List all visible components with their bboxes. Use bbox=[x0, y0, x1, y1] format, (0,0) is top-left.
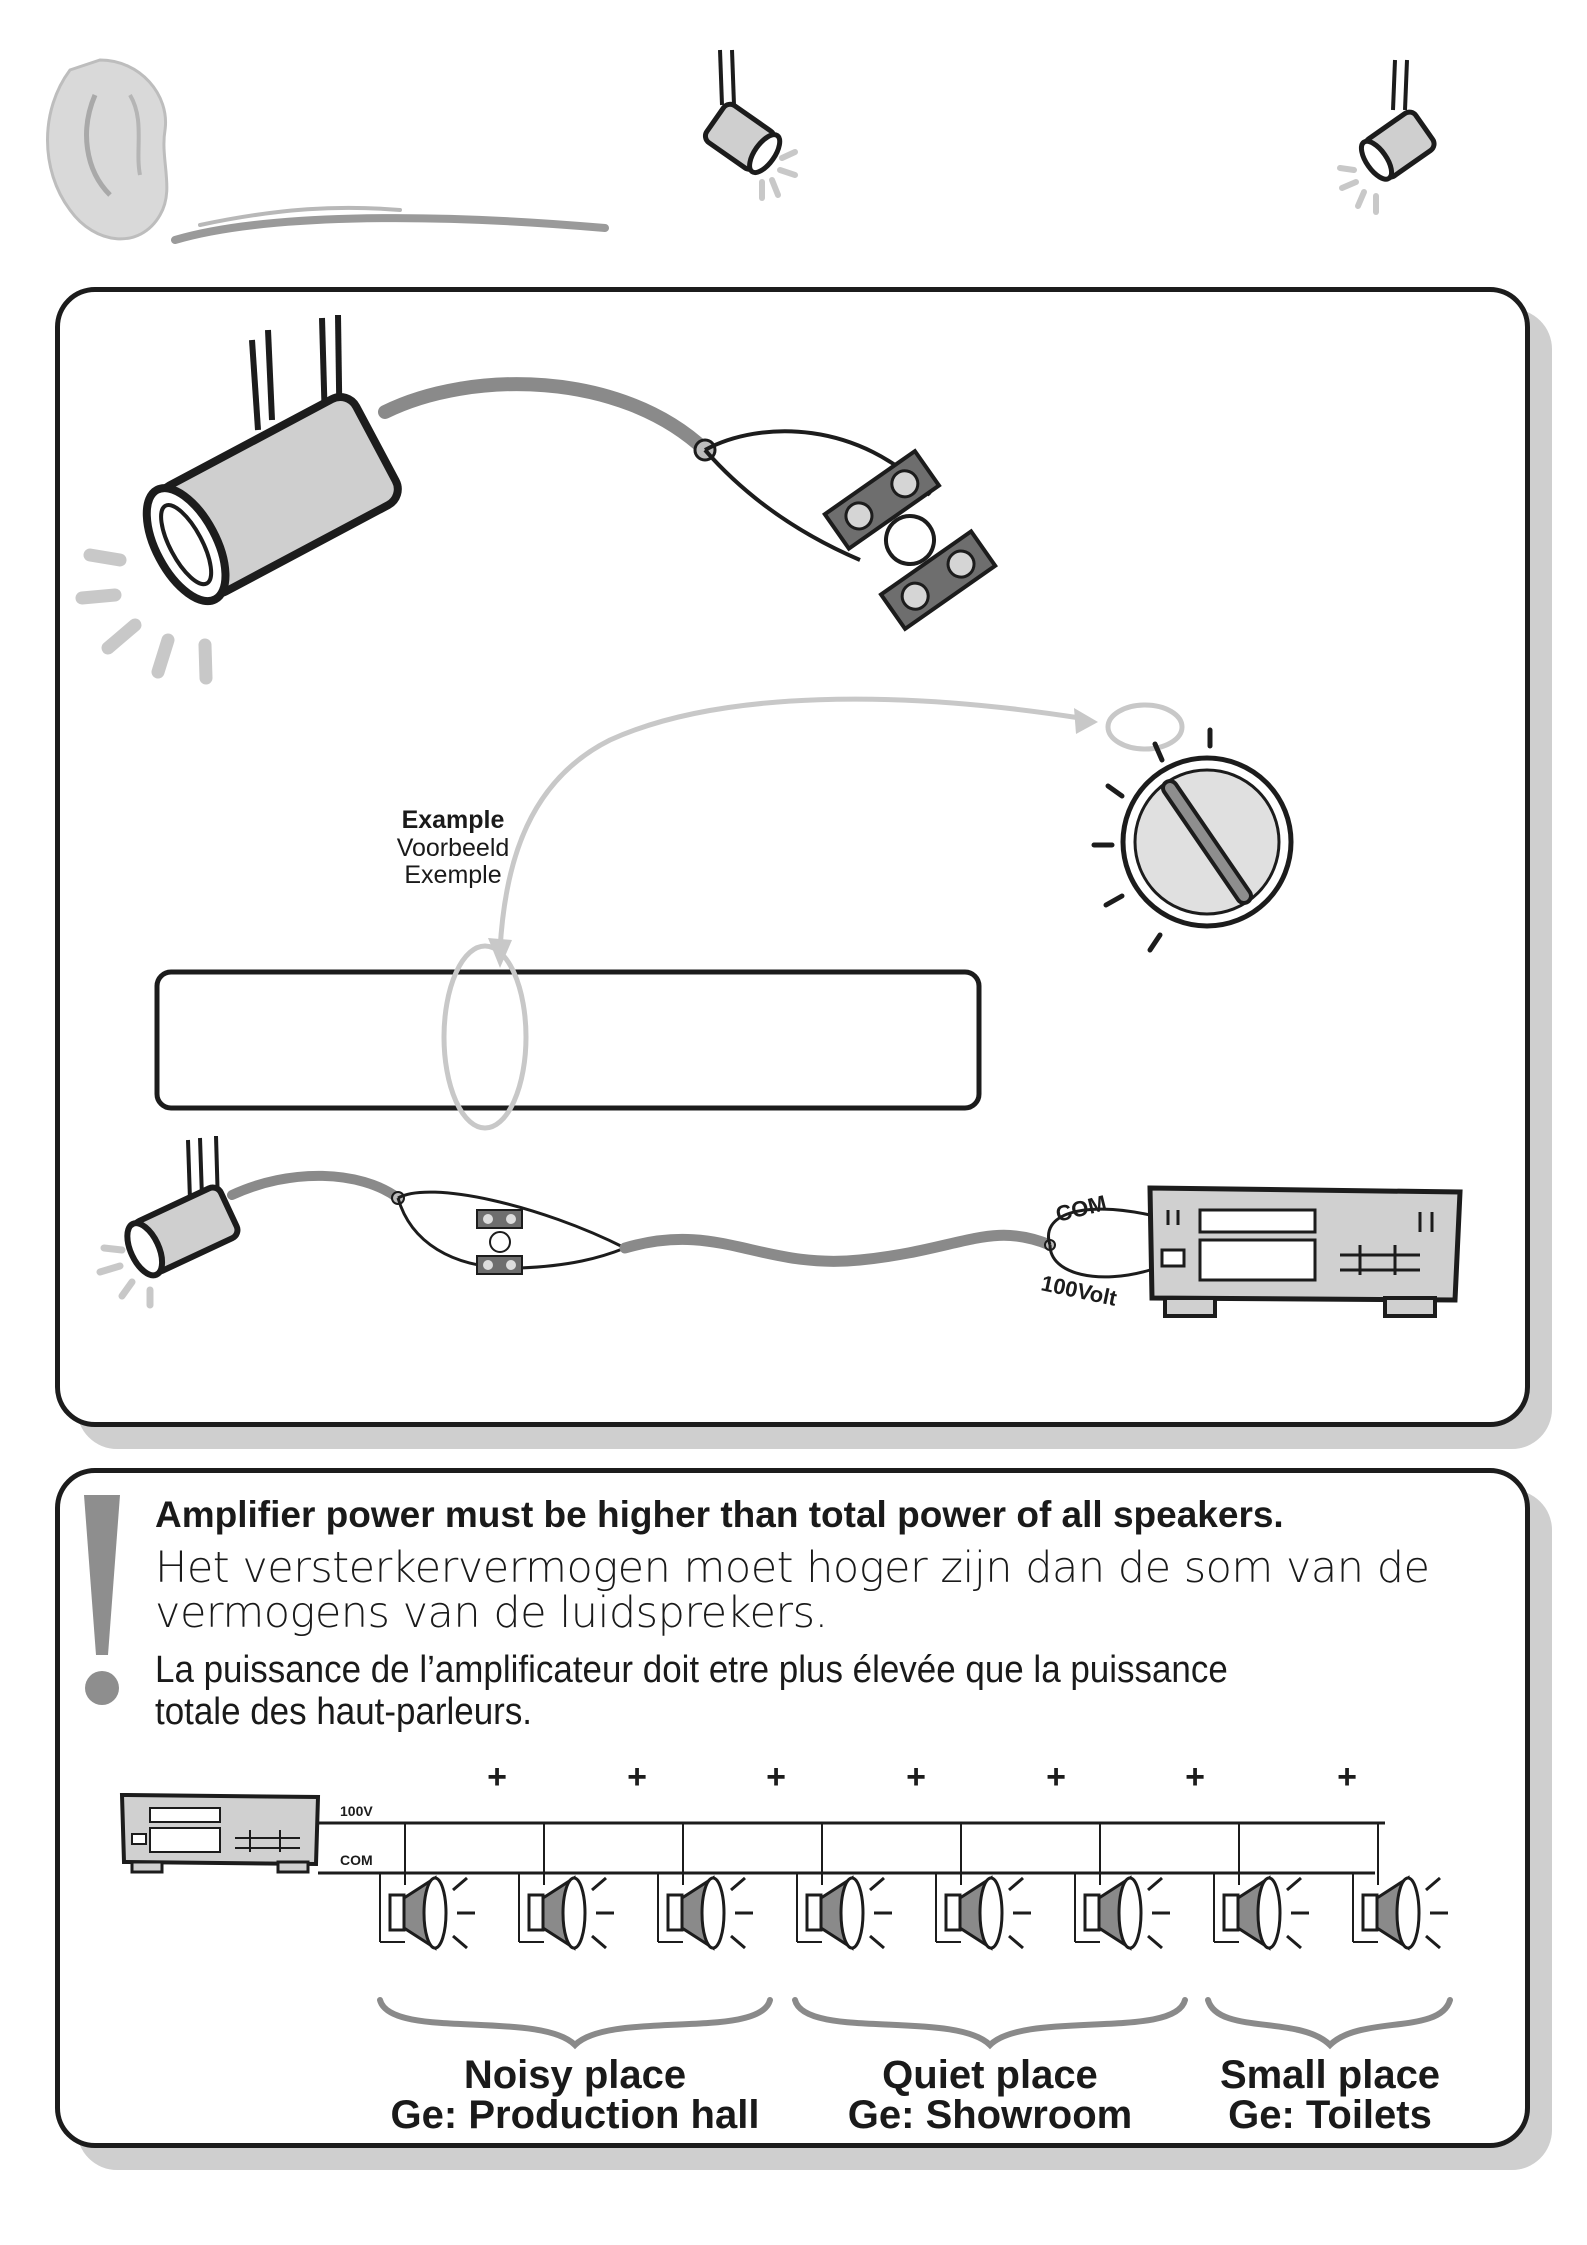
brace-noisy-place bbox=[377, 1997, 773, 2050]
plus-mark: + bbox=[906, 1758, 926, 1796]
tap-selector-knob-icon bbox=[1091, 727, 1294, 953]
speaker-icon bbox=[379, 1823, 475, 1951]
speaker-row bbox=[379, 1823, 1448, 1951]
speaker-icon bbox=[518, 1823, 614, 1951]
example-label-fr: Exemple bbox=[404, 861, 502, 889]
speaker-icon bbox=[935, 1823, 1031, 1951]
zone-braces bbox=[377, 1997, 1453, 2050]
zone-quiet-place-name: Quiet place bbox=[882, 2053, 1098, 2097]
header-illustrations bbox=[46, 49, 1437, 244]
plus-mark: + bbox=[487, 1758, 507, 1796]
example-value-box bbox=[154, 969, 982, 1111]
zone-quiet-place-example: Ge: Showroom bbox=[847, 2093, 1133, 2137]
amplifier-icon bbox=[1147, 1185, 1463, 1318]
zone-noisy-place: Noisy place Ge: Production hall bbox=[391, 2055, 760, 2135]
transformer-terminal-small-icon bbox=[476, 1209, 523, 1275]
spotlight-medium-icon bbox=[96, 1135, 241, 1309]
power-rule-fr-line2: totale des haut-parleurs. bbox=[155, 1690, 533, 1733]
power-rule-fr: La puissance de l’amplificateur doit etr… bbox=[155, 1649, 1228, 1734]
ear-icon bbox=[46, 58, 169, 241]
plus-mark: + bbox=[1185, 1758, 1205, 1796]
brace-small-place bbox=[1205, 1997, 1453, 2050]
spotlight-small-2-icon bbox=[1337, 59, 1437, 215]
plus-mark: + bbox=[627, 1758, 647, 1796]
spotlight-large-icon bbox=[75, 314, 402, 685]
power-rule-en: Amplifier power must be higher than tota… bbox=[155, 1494, 1284, 1535]
speaker-icon bbox=[796, 1823, 892, 1951]
speaker-icon bbox=[1074, 1823, 1170, 1951]
power-rule-nl: Het versterkervermogen moet hoger zijn d… bbox=[155, 1543, 1430, 1639]
example-label-nl: Voorbeeld bbox=[396, 833, 510, 862]
zone-small-place-example: Ge: Toilets bbox=[1228, 2093, 1432, 2137]
line-cable bbox=[619, 1229, 1056, 1267]
plus-mark: + bbox=[1337, 1758, 1357, 1796]
zone-noisy-place-example: Ge: Production hall bbox=[390, 2093, 760, 2137]
example-label: Example Voorbeeld Exemple bbox=[396, 806, 510, 890]
zone-small-place-name: Small place bbox=[1219, 2053, 1441, 2097]
spotlight-small-1-icon bbox=[702, 49, 798, 201]
speaker-cable bbox=[378, 377, 712, 457]
sound-wave-lines bbox=[171, 205, 609, 244]
example-label-en: Example bbox=[401, 806, 505, 834]
example-arrow bbox=[497, 696, 1081, 951]
amplifier-small-icon bbox=[119, 1792, 321, 1874]
power-rule-nl-line1: Het versterkervermogen moet hoger zijn d… bbox=[155, 1543, 1430, 1593]
speaker-icon bbox=[1352, 1823, 1448, 1951]
power-rule-fr-line1: La puissance de l’amplificateur doit etr… bbox=[155, 1649, 1228, 1691]
power-rule-nl-line2: vermogens van de luidsprekers. bbox=[155, 1588, 828, 1639]
transformer-terminal-icon bbox=[822, 448, 998, 632]
wiring-example-drawing: COM 100Volt bbox=[75, 314, 1463, 1318]
brace-quiet-place bbox=[792, 1997, 1188, 2050]
zone-noisy-place-name: Noisy place bbox=[463, 2053, 687, 2097]
plus-mark: + bbox=[1046, 1758, 1066, 1796]
plus-mark: + bbox=[766, 1758, 786, 1796]
line-com-label: COM bbox=[340, 1852, 373, 1868]
line-100v-label: 100V bbox=[340, 1803, 373, 1819]
zone-quiet-place: Quiet place Ge: Showroom bbox=[848, 2055, 1132, 2135]
speaker-icon bbox=[1213, 1823, 1309, 1951]
plus-marks: + + + + + + + bbox=[487, 1758, 1357, 1796]
zone-small-place: Small place Ge: Toilets bbox=[1220, 2055, 1440, 2135]
speaker-icon bbox=[657, 1823, 753, 1951]
